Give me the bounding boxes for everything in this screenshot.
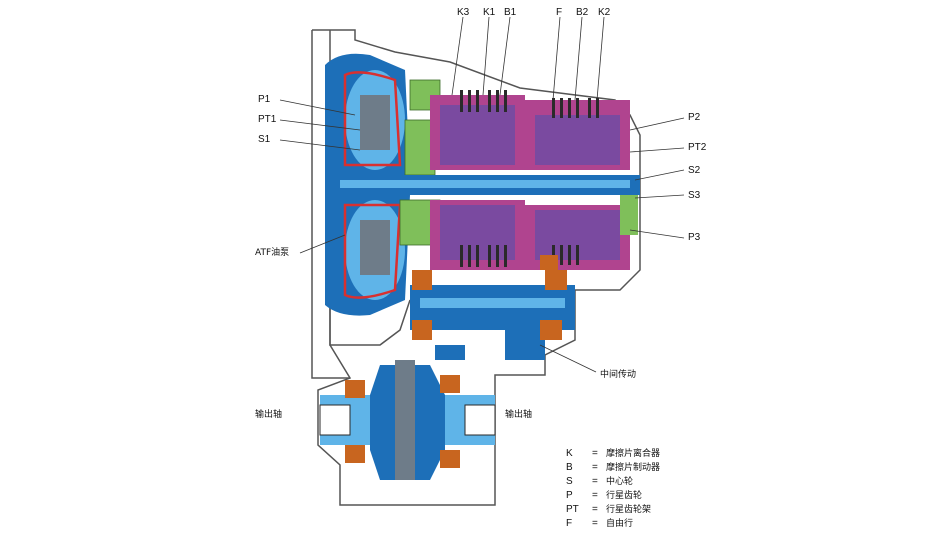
legend-row: F = 自由行 bbox=[566, 516, 633, 529]
differential bbox=[319, 345, 496, 480]
label-intermediate-drive: 中间传动 bbox=[600, 370, 637, 380]
housing bbox=[311, 29, 641, 506]
legend-value: 摩擦片离合器 bbox=[606, 449, 661, 459]
label-p3: P3 bbox=[688, 232, 701, 243]
label-p2: P2 bbox=[688, 112, 701, 123]
legend-eq: = bbox=[592, 518, 598, 529]
label-s1: S1 bbox=[258, 134, 271, 145]
legend-eq: = bbox=[592, 476, 598, 487]
label-output-shaft-left: 输出轴 bbox=[255, 410, 283, 420]
legend-key: PT bbox=[566, 504, 579, 515]
label-k3: K3 bbox=[457, 7, 470, 18]
legend-eq: = bbox=[592, 490, 598, 501]
front-clutch-packs bbox=[430, 90, 525, 270]
label-k2: K2 bbox=[598, 7, 611, 18]
label-b2: B2 bbox=[576, 7, 589, 18]
legend-key: F bbox=[566, 518, 573, 529]
label-s2: S2 bbox=[688, 165, 701, 176]
legend-row: PT = 行星齿轮架 bbox=[566, 502, 651, 515]
legend-key: B bbox=[566, 462, 573, 473]
label-s3: S3 bbox=[688, 190, 701, 201]
label-pt1: PT1 bbox=[258, 114, 277, 125]
legend-eq: = bbox=[592, 448, 598, 459]
legend-value: 自由行 bbox=[606, 519, 634, 529]
leader-lines bbox=[279, 16, 685, 373]
atf-pump-block bbox=[325, 53, 410, 316]
legend-value: 中心轮 bbox=[606, 477, 634, 487]
label-output-shaft-right: 输出轴 bbox=[505, 410, 533, 420]
label-k1: K1 bbox=[483, 7, 496, 18]
legend-eq: = bbox=[592, 504, 598, 515]
legend-key: S bbox=[566, 476, 573, 487]
main-shaft bbox=[325, 175, 640, 195]
legend-value: 摩擦片制动器 bbox=[606, 463, 661, 473]
legend-row: P = 行星齿轮 bbox=[566, 488, 642, 501]
legend-value: 行星齿轮 bbox=[606, 491, 643, 501]
legend-row: B = 摩擦片制动器 bbox=[566, 460, 660, 473]
rear-clutch-packs bbox=[520, 98, 638, 270]
label-pt2: PT2 bbox=[688, 142, 707, 153]
legend-key: K bbox=[566, 448, 573, 459]
legend-row: S = 中心轮 bbox=[566, 474, 633, 487]
legend-value: 行星齿轮架 bbox=[606, 505, 652, 515]
label-f: F bbox=[556, 7, 563, 18]
label-b1: B1 bbox=[504, 7, 517, 18]
legend-row: K = 摩擦片离合器 bbox=[566, 446, 660, 459]
label-atf-pump: ATF油泵 bbox=[255, 248, 290, 258]
legend-key: P bbox=[566, 490, 573, 501]
label-p1: P1 bbox=[258, 94, 271, 105]
legend-eq: = bbox=[592, 462, 598, 473]
intermediate-drive bbox=[410, 255, 575, 360]
